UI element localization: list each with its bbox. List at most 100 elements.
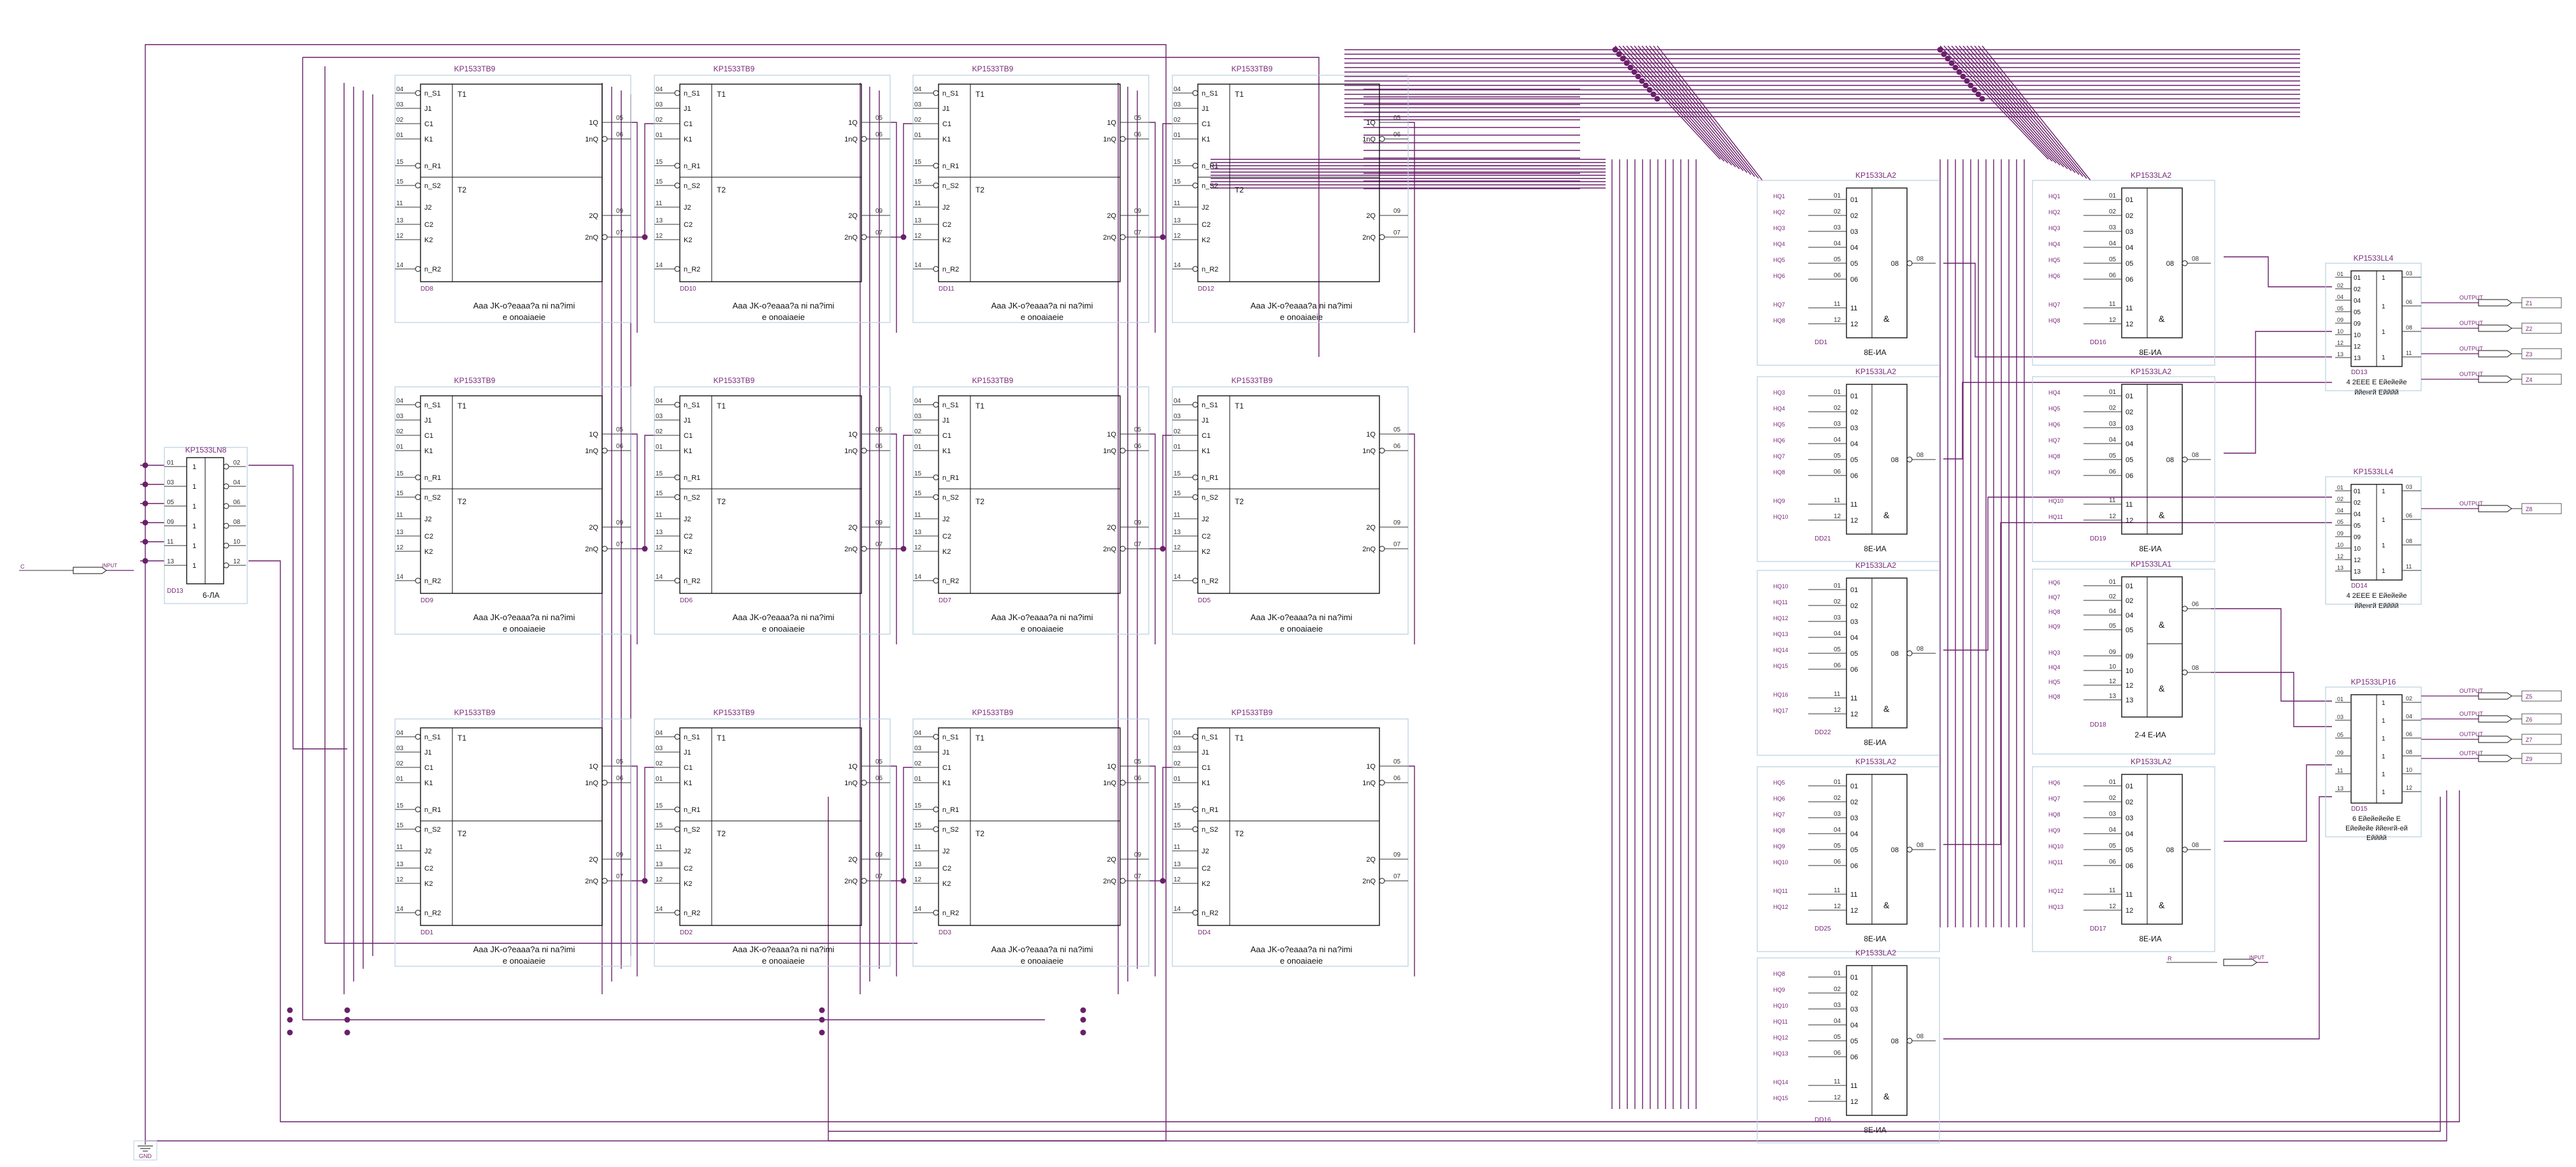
pin-number: 12 [914,233,922,240]
pin-label: n_S2 [424,182,441,190]
inversion-bubble [415,266,421,272]
output-label: 1nQ [1103,136,1116,143]
output-label: 1Q [589,119,598,127]
pin-number: 03 [1834,421,1841,428]
nand4-part: KP1533LA1 [2131,560,2171,569]
flipflop-function: e onoaiaeie [503,956,545,966]
flipflop-function: e onoaiaeie [1280,312,1323,322]
output-label: 08 [1891,846,1899,854]
pin-label: n_S1 [1202,402,1218,409]
output-label: 2Q [589,212,598,220]
nand-name: 8Е-ИА [1864,934,1886,943]
pin-number: 11 [1834,497,1841,504]
output-port [2478,505,2512,512]
flipflop-ref: DD7 [939,597,951,604]
pin-number: 11 [396,200,403,207]
andor-symbol: 1 [2382,329,2385,336]
mux-symbol: 1 [2382,700,2385,707]
section-t2: T2 [1235,497,1244,506]
output-label: 2nQ [844,234,858,242]
output-label: OUTPUT [2459,294,2484,301]
pin-label: n_R2 [424,266,441,273]
nand-gate: KP1533LA20101НQ40202НQ50303НQ60404НQ7050… [2032,367,2215,562]
flipflop-function: e onoaiaeie [762,312,805,322]
wire [890,123,913,238]
pin-label: 12 [1850,907,1858,915]
inversion-bubble [674,474,680,481]
pin-number: 01 [914,444,922,451]
flipflop-body [1197,83,1380,282]
pin-number: 04 [1834,240,1841,247]
flipflop-frame [912,386,1149,635]
pin-number: 07 [1134,541,1142,548]
junction-dot [287,1017,293,1023]
wire [631,765,638,976]
nand-name: 8Е-ИА [1864,348,1886,357]
inversion-bubble [1119,546,1126,552]
nand-gate: KP1533LA20101НQ10202НQ20303НQ30404НQ4050… [1757,171,1940,366]
pin-label: 06 [1850,666,1858,674]
pin-number: 15 [396,470,404,477]
inversion-bubble [1906,846,1913,853]
pin-number: 14 [396,574,404,581]
pin-number: 01 [2337,696,2343,702]
pin-number: 08 [1917,452,1924,459]
mux-part: KP1533LP16 [2351,678,2396,686]
flipflop-frame [1172,718,1409,967]
inverter-ref: DD13 [167,588,183,595]
pin-number: 06 [2192,601,2199,608]
input-net-label: НQ11 [1773,888,1788,894]
pin-number: 15 [1174,802,1181,809]
nand-ref: DD17 [2090,925,2106,932]
pin-number: 09 [1134,852,1142,859]
pin-number: 07 [1393,541,1401,548]
pin-number: 12 [2109,317,2117,324]
pin-number: 10 [233,539,241,546]
pin-number: 01 [1834,389,1841,396]
pin-number: 05 [1393,758,1401,765]
pin-label: n_R2 [942,266,959,273]
flipflop-part: KP1533TB9 [972,64,1014,73]
pin-number: 01 [167,460,175,467]
jk-flipflop: KP1533TB9T1T204n_S103J102C101K115n_R115n… [912,376,1149,635]
inversion-bubble [933,90,939,96]
input-net-label: НQ1 [1773,193,1785,199]
pin-number: 15 [1174,490,1181,497]
output-label: OUTPUT [2459,345,2484,352]
junction-dot [900,234,907,240]
wire [1622,45,1729,164]
flipflop-function: Аaa JK-o?eaaa?a ni na?imi [733,612,835,622]
pin-label: K2 [1202,548,1210,556]
section-t2: T2 [1235,829,1244,838]
flipflop-part: KP1533TB9 [1232,64,1273,73]
pin-number: 14 [656,906,663,913]
pin-number: 06 [1834,662,1841,669]
pin-label: n_R2 [424,577,441,585]
jk-flipflop: KP1533TB9T1T204n_S103J102C101K115n_R115n… [912,708,1149,967]
inversion-bubble [933,910,939,916]
input-net-label: НQ8 [1773,317,1785,324]
pin-number: 14 [914,574,922,581]
pin-number: 12 [1834,903,1841,910]
junction-dot [1627,64,1634,71]
output-label: 2nQ [1103,234,1116,242]
jk-flipflop: KP1533TB9T1T204n_S103J102C101K115n_R115n… [654,64,891,323]
junction-dot [344,1007,350,1013]
input-name: R [2168,955,2172,962]
input-net-label: НQ5 [1773,421,1785,428]
mux-symbol: 1 [2382,789,2385,796]
pin-number: 12 [2109,513,2117,520]
flipflop-part: KP1533TB9 [714,708,755,717]
pin-label: 13 [2354,569,2361,576]
pin-number: 04 [396,86,404,93]
flipflop-ref: DD4 [1198,929,1211,936]
input-net-label: НQ5 [1773,257,1785,263]
pin-label: K2 [684,548,692,556]
inversion-bubble [415,806,421,813]
junction-dot [1960,73,1966,80]
flipflop-function: e onoaiaeie [503,312,545,322]
pin-number: 06 [616,131,624,138]
nand-frame [2032,376,2215,562]
section-t1: T1 [717,90,726,99]
input-net-label: НQ7 [2048,437,2061,444]
